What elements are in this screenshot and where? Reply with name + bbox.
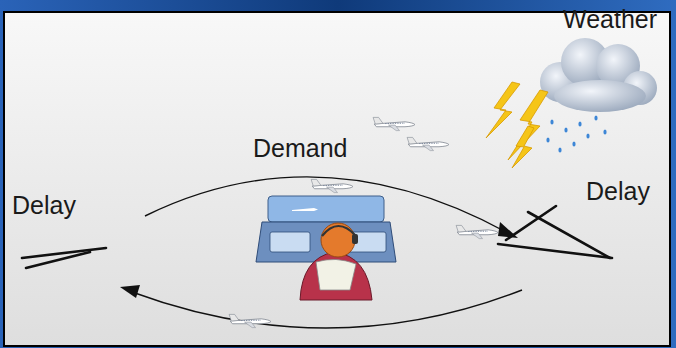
rain-drop <box>558 147 561 152</box>
rain-drop <box>546 137 549 142</box>
rain-drop <box>586 133 589 138</box>
rain-drop <box>550 119 553 124</box>
rain-drops <box>546 115 606 152</box>
delay-mark <box>498 206 612 258</box>
arrow-head <box>498 222 518 238</box>
cloud-puff <box>554 80 646 112</box>
cross-stroke <box>528 212 610 258</box>
controller-illustration <box>256 196 396 300</box>
lightning-bolt <box>486 82 520 138</box>
rain-drop <box>603 129 606 134</box>
panel <box>4 12 670 346</box>
airplane-icon <box>456 225 498 238</box>
rain-drop <box>564 127 567 132</box>
diagram-label: Delay <box>586 176 650 206</box>
lightning <box>486 82 548 168</box>
airplane-icon <box>311 179 353 192</box>
lightning-bolt <box>512 126 534 168</box>
diagram-label: Delay <box>12 190 76 220</box>
notepad <box>316 259 356 290</box>
airplane-icon <box>229 314 271 327</box>
console-screen <box>268 196 384 222</box>
headset-ear <box>352 234 358 244</box>
controller-body <box>300 252 372 300</box>
arrow-head <box>120 285 140 298</box>
storm-cloud <box>540 38 657 112</box>
airplane-icon <box>373 117 415 130</box>
rain-drop <box>578 121 581 126</box>
cross-stroke <box>26 252 90 268</box>
screen-plane <box>292 208 318 211</box>
diagram-label: Weather <box>563 4 657 34</box>
delay-mark <box>22 248 106 268</box>
rain-drop <box>594 115 597 120</box>
diagram-label: Demand <box>253 133 348 163</box>
airplane-icon <box>407 137 449 150</box>
headset <box>322 226 356 236</box>
console-panel <box>270 232 310 252</box>
cross-stroke <box>22 248 106 258</box>
controller-head <box>321 223 355 257</box>
rain-drop <box>572 141 575 146</box>
